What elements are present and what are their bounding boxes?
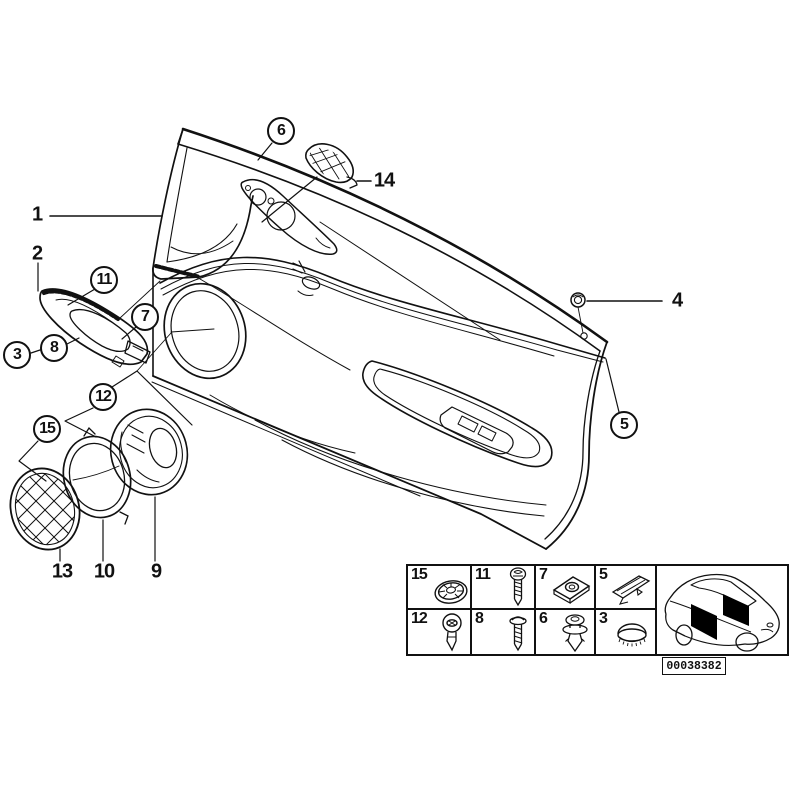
tweeter-grille-part <box>304 141 358 189</box>
legend-num-11: 11 <box>475 566 491 583</box>
legend-cell-7: 7 <box>536 566 596 610</box>
legend-num-6: 6 <box>539 610 548 627</box>
callout-circle-3-num: 3 <box>13 346 22 363</box>
callout-circle-5: 5 <box>610 411 638 439</box>
callout-label-14: 14 <box>373 169 395 192</box>
legend-cell-11: 11 <box>472 566 536 610</box>
grommet-part <box>570 292 586 308</box>
washer-grommet-icon <box>434 580 468 604</box>
legend-num-15: 15 <box>411 566 428 583</box>
diagram-number-box: 00038382 <box>662 657 726 675</box>
bracket-icon <box>611 575 651 605</box>
legend-cell-15: 15 <box>408 566 472 610</box>
legend-cell-6: 6 <box>536 610 596 654</box>
diagram-number: 00038382 <box>666 659 722 673</box>
legend-cell-8: 8 <box>472 610 536 654</box>
speaker-grille-part <box>7 466 83 552</box>
callout-label-2: 2 <box>31 242 43 265</box>
legend-num-7: 7 <box>539 566 548 583</box>
push-clip-icon <box>562 614 588 653</box>
callout-circle-12: 12 <box>89 383 117 411</box>
legend-num-3: 3 <box>599 610 608 627</box>
door-pull-trim-part <box>39 288 151 368</box>
long-screw-icon <box>509 567 527 607</box>
callout-circle-8: 8 <box>40 334 68 362</box>
legend-num-12: 12 <box>411 610 428 627</box>
legend-cell-3: 3 <box>596 610 657 654</box>
speed-nut-icon <box>552 576 591 605</box>
callout-circle-15: 15 <box>33 415 61 443</box>
leader-lines <box>18 142 663 562</box>
callout-circle-6: 6 <box>267 117 295 145</box>
callout-label-13: 13 <box>51 560 73 583</box>
callout-circle-11: 11 <box>90 266 118 294</box>
callout-circle-7-num: 7 <box>141 308 150 325</box>
speaker-ring-part <box>62 426 132 525</box>
coupe-rear-three-quarter-icon <box>664 573 780 652</box>
legend-num-5: 5 <box>599 566 608 583</box>
callout-circle-6-num: 6 <box>277 122 286 139</box>
callout-circle-15-num: 15 <box>39 420 56 437</box>
legend-cell-12: 12 <box>408 610 472 654</box>
callout-label-9: 9 <box>150 560 162 583</box>
speaker-housing-part <box>109 408 189 496</box>
legend-num-8: 8 <box>475 610 484 627</box>
legend-cell-vehicle <box>657 566 787 654</box>
callout-circle-12-num: 12 <box>95 388 112 405</box>
callout-label-4: 4 <box>671 289 683 312</box>
short-screw-icon <box>509 616 527 652</box>
legend-cell-5: 5 <box>596 566 657 610</box>
callout-label-1: 1 <box>31 203 43 226</box>
callout-circle-11-num: 11 <box>96 271 113 288</box>
callout-circle-3: 3 <box>3 341 31 369</box>
cap-plug-icon <box>617 623 647 647</box>
expansion-rivet-icon <box>442 613 462 652</box>
callout-label-10: 10 <box>93 560 115 583</box>
callout-circle-5-num: 5 <box>620 416 629 433</box>
callout-circle-8-num: 8 <box>50 339 59 356</box>
callout-circle-7: 7 <box>131 303 159 331</box>
door-trim-panel <box>151 127 609 550</box>
fastener-legend-table: 15 11 7 <box>406 564 789 656</box>
